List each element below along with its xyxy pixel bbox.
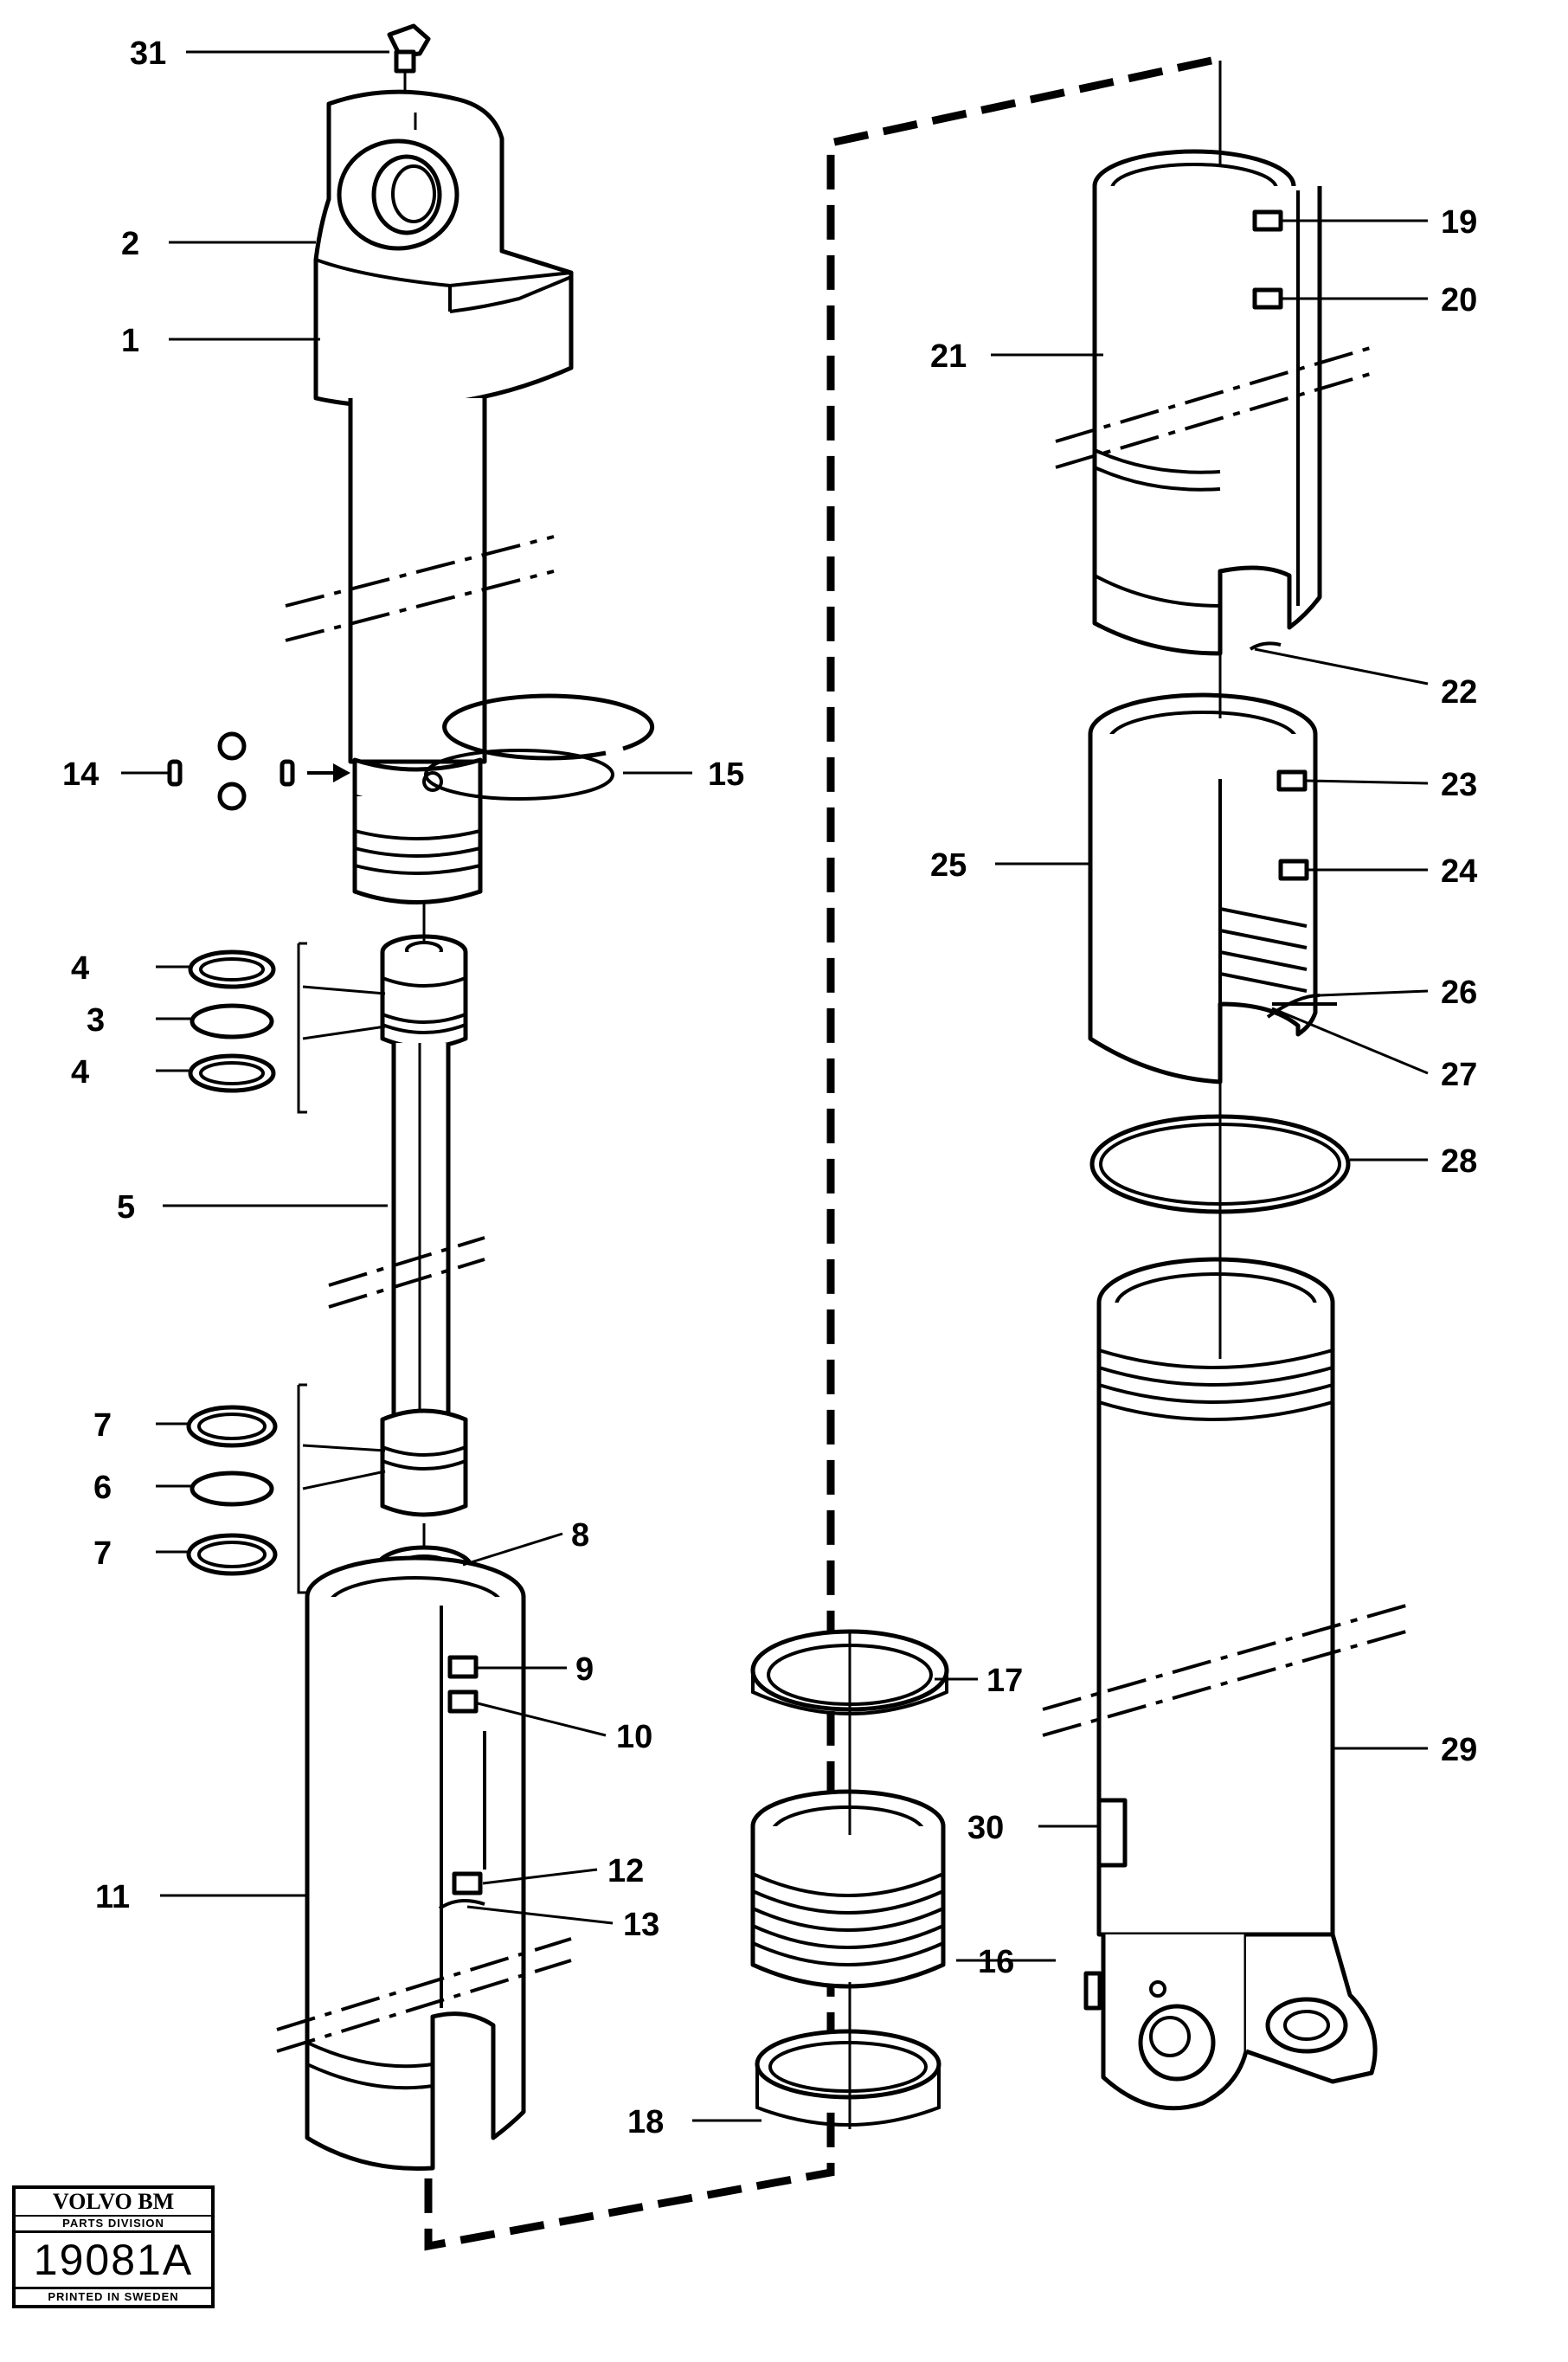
callout-13: 13	[623, 1907, 659, 1943]
callout-25: 25	[930, 847, 967, 884]
seal-rings-left	[186, 949, 278, 1576]
callout-4-top: 4	[71, 950, 89, 987]
callout-31: 31	[130, 35, 166, 72]
stamp-division: PARTS DIVISION	[16, 2217, 211, 2233]
stamp-drawing-number: 19081A	[16, 2233, 211, 2289]
part-5-piston-rod	[328, 934, 485, 1549]
callout-7-top: 7	[93, 1407, 112, 1444]
callout-labels: 31 2 1 14 15 4 3 4 5 7 6 7 8 9 10 11 12 …	[62, 35, 1477, 2140]
seal-bracket-links	[302, 985, 386, 1490]
callout-11: 11	[95, 1879, 130, 1915]
callout-5: 5	[117, 1189, 135, 1226]
callout-4-bottom: 4	[71, 1054, 89, 1091]
stamp-brand: VOLVO BM	[16, 2189, 211, 2217]
callout-8: 8	[571, 1517, 589, 1554]
part-30-label-plate	[1096, 1798, 1128, 1868]
callout-23: 23	[1441, 767, 1477, 803]
callout-1: 1	[121, 323, 139, 359]
callout-12: 12	[607, 1853, 644, 1889]
callout-28: 28	[1441, 1143, 1477, 1180]
part-11-cylinder-tube-lower	[276, 1555, 572, 2172]
callout-30: 30	[967, 1810, 1004, 1846]
callout-17: 17	[986, 1663, 1023, 1699]
part-21-outer-tube-upper	[1055, 149, 1377, 656]
part-31-grease-nipple	[387, 23, 431, 104]
rod-tube-upper	[285, 398, 555, 904]
callout-10: 10	[616, 1719, 652, 1755]
seal-bracket-bottom	[297, 1383, 307, 1594]
part-1-rod-head	[313, 89, 574, 409]
assembly-frame	[424, 56, 1212, 2251]
leader-lines	[121, 50, 1429, 2122]
assembly-centerlines	[414, 61, 1222, 2129]
callout-16: 16	[978, 1944, 1014, 1980]
part-18-wear-ring	[755, 2029, 941, 2127]
callout-27: 27	[1441, 1057, 1477, 1093]
callout-21: 21	[930, 338, 967, 375]
callout-14: 14	[62, 756, 99, 793]
callout-2: 2	[121, 226, 139, 262]
callout-22: 22	[1441, 674, 1477, 711]
callout-24: 24	[1441, 853, 1477, 890]
part-16-piston	[750, 1789, 946, 1989]
stamp-printed-in: PRINTED IN SWEDEN	[48, 2290, 179, 2303]
callout-18: 18	[627, 2104, 664, 2140]
part-14-locking-pins	[167, 731, 350, 811]
callout-20: 20	[1441, 282, 1477, 319]
part-25-gland-sleeve	[1088, 692, 1337, 1084]
callout-15: 15	[708, 756, 744, 793]
callout-26: 26	[1441, 975, 1477, 1011]
callout-9: 9	[575, 1651, 594, 1688]
part-15-snap-ring-inner	[424, 749, 614, 801]
callout-6: 6	[93, 1470, 112, 1506]
volvo-bm-parts-stamp: VOLVO BM PARTS DIVISION 19081A PRINTED I…	[12, 2185, 215, 2308]
callout-19: 19	[1441, 204, 1477, 241]
seal-bracket-top	[297, 942, 307, 1114]
callout-3: 3	[87, 1002, 105, 1039]
part-29-cylinder-body	[1042, 1257, 1407, 2111]
callout-29: 29	[1441, 1732, 1477, 1768]
callout-7-bottom: 7	[93, 1535, 112, 1572]
part-15-snap-ring	[442, 693, 655, 761]
